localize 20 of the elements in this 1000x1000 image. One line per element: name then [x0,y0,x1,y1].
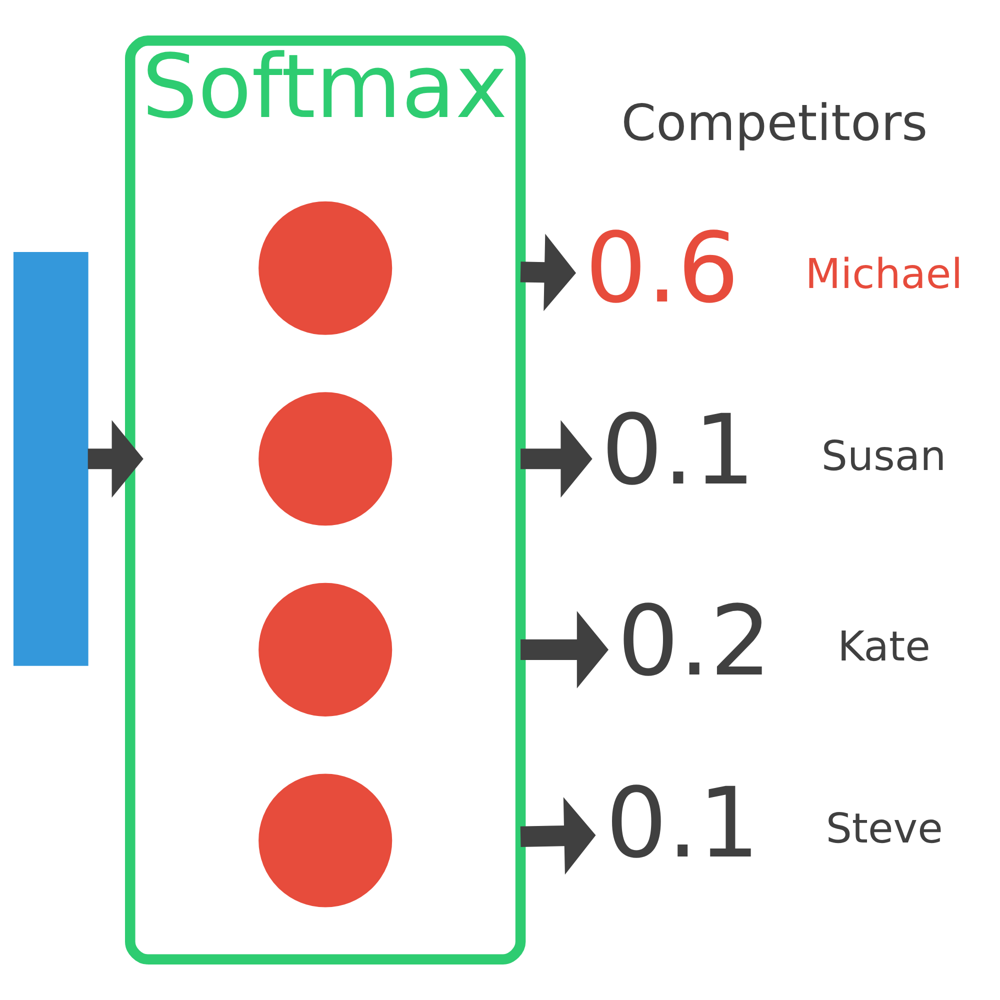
node-circle [258,392,392,526]
arrow [520,610,609,688]
label: Competitors [621,94,928,152]
node-label: Michael [805,250,963,298]
arrow [88,420,144,498]
node-text: 0.1 [606,766,760,880]
node-label: Susan [821,432,946,480]
arrow [520,234,576,312]
node-circle [258,774,392,908]
node-circle [258,582,392,716]
arrow [520,420,592,498]
node-bar [13,252,88,666]
node-circle [258,201,392,335]
arrow [520,797,596,875]
node-label: Steve [826,804,943,853]
node-label: Kate [838,622,930,671]
cluster: Softmax [125,35,526,965]
node-text: 0.6 [585,212,740,325]
node-text: 0.1 [601,394,756,507]
node-text: 0.2 [617,584,772,698]
